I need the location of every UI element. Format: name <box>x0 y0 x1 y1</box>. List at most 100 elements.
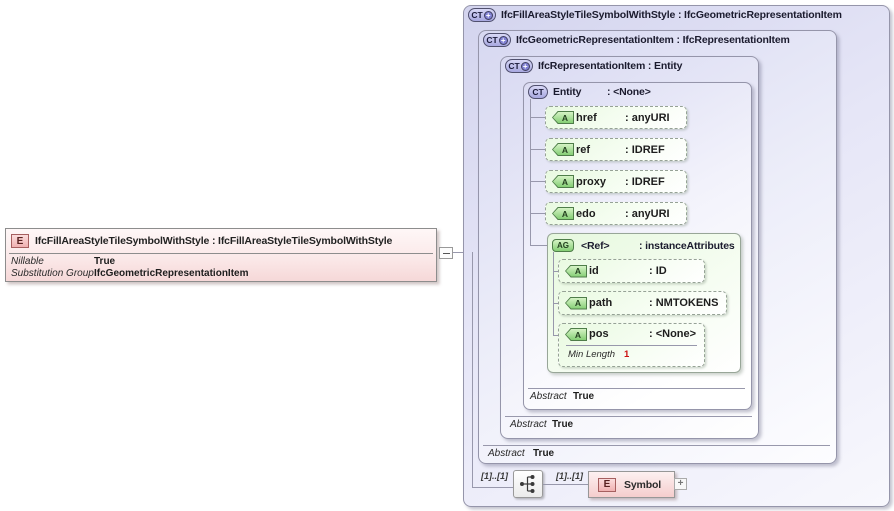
attribute-group-badge: AG <box>552 239 574 252</box>
tree-stub-line <box>530 213 545 214</box>
entity-abstract-footer: Abstract True <box>530 391 594 402</box>
footer-divider <box>483 445 830 446</box>
attribute-badge: A <box>552 175 574 188</box>
element-name: Symbol <box>624 478 662 491</box>
attribute-name: proxy <box>576 175 606 188</box>
footer-label: Abstract <box>530 391 567 402</box>
attribute-ref[interactable]: A ref : IDREF <box>545 138 687 161</box>
element-badge: E <box>11 234 29 248</box>
entity-type: : <None> <box>607 86 651 98</box>
tree-stub-line <box>530 117 545 118</box>
attribute-href[interactable]: A href : anyURI <box>545 106 687 129</box>
attribute-group-type: : instanceAttributes <box>639 239 735 252</box>
footer-value: True <box>533 448 555 459</box>
attribute-badge-label: A <box>561 176 569 187</box>
complex-type-badge: CT + <box>468 8 496 22</box>
expand-plus-button[interactable]: + <box>674 478 687 490</box>
attribute-badge-label: A <box>574 298 582 308</box>
footer-divider <box>528 388 745 389</box>
attribute-group-title: AG <Ref> : instanceAttributes <box>552 239 735 252</box>
type-box-level3-title: CT + IfcRepresentationItem : Entity <box>505 59 682 73</box>
element-Symbol[interactable]: E Symbol <box>588 471 675 498</box>
property-value: True <box>94 256 116 267</box>
tree-trunk-line <box>472 252 473 488</box>
attribute-group-name: <Ref> <box>581 239 610 252</box>
tree-stub-line <box>553 271 558 272</box>
connector-line <box>472 487 513 488</box>
type-box-level2-title: CT + IfcGeometricRepresentationItem : If… <box>483 33 790 47</box>
attribute-name: id <box>589 265 599 277</box>
complex-type-badge: CT + <box>483 33 511 47</box>
attribute-id[interactable]: A id : ID <box>558 259 705 283</box>
attribute-path[interactable]: A path : NMTOKENS <box>558 291 727 315</box>
expand-plus-icon[interactable]: + <box>483 10 493 20</box>
tree-trunk-line <box>553 252 554 335</box>
attribute-badge-label: A <box>574 266 582 276</box>
attribute-badge: A <box>565 264 587 278</box>
attribute-badge-label: A <box>574 329 582 340</box>
complex-type-badge: CT + <box>505 59 533 73</box>
footer-label: Abstract <box>488 448 525 459</box>
tree-stub-line <box>530 149 545 150</box>
type-title: IfcRepresentationItem : Entity <box>538 60 683 72</box>
attribute-name: edo <box>576 207 596 220</box>
attribute-name: ref <box>576 143 591 156</box>
cardinality-label: [1]..[1] <box>556 471 583 481</box>
property-value: IfcGeometricRepresentationItem <box>94 268 249 279</box>
property-label: Substitution Group <box>11 268 94 279</box>
attribute-name: path <box>589 297 613 309</box>
connector-line <box>452 252 472 253</box>
sequence-icon <box>520 475 535 493</box>
attribute-type: : IDREF <box>625 143 665 156</box>
attribute-edo[interactable]: A edo : anyURI <box>545 202 687 225</box>
cardinality-label: [1]..[1] <box>481 471 508 481</box>
attribute-type: : anyURI <box>625 207 670 220</box>
property-label: Nillable <box>11 256 44 267</box>
ct-badge-label: CT <box>486 35 498 45</box>
attribute-badge: A <box>552 207 574 220</box>
ct-badge-label: CT <box>508 61 520 71</box>
attribute-badge: A <box>565 296 587 310</box>
element-IfcFillAreaStyleTileSymbolWithStyle[interactable]: E IfcFillAreaStyleTileSymbolWithStyle : … <box>5 228 437 282</box>
level2-abstract-footer: Abstract True <box>488 448 554 459</box>
attribute-name: href <box>576 111 597 124</box>
attribute-type: : anyURI <box>625 111 670 124</box>
collapse-minus-button[interactable] <box>439 247 453 259</box>
connector-line <box>543 484 588 485</box>
footer-value: True <box>552 419 574 430</box>
title-divider <box>9 253 433 254</box>
constraint-divider <box>566 345 697 346</box>
property-row-substitution-group: Substitution Group IfcGeometricRepresent… <box>11 268 249 279</box>
level3-abstract-footer: Abstract True <box>510 419 573 430</box>
sequence-compositor[interactable] <box>513 470 543 498</box>
tree-stub-line <box>553 335 558 336</box>
type-title: IfcFillAreaStyleTileSymbolWithStyle : If… <box>501 9 842 21</box>
left-element-title-row: E IfcFillAreaStyleTileSymbolWithStyle : … <box>11 234 392 248</box>
entity-name: Entity <box>553 86 582 98</box>
element-badge: E <box>598 477 616 492</box>
element-title: IfcFillAreaStyleTileSymbolWithStyle : If… <box>35 235 393 247</box>
minus-icon <box>442 252 450 254</box>
attribute-type: : NMTOKENS <box>649 297 719 309</box>
attribute-badge: A <box>565 328 587 341</box>
footer-divider <box>505 416 752 417</box>
expand-plus-icon[interactable]: + <box>498 35 508 45</box>
tree-stub-line <box>553 303 558 304</box>
constraint-value: 1 <box>624 349 630 360</box>
ct-badge-label: CT <box>532 87 544 97</box>
entity-title: CT Entity : <None> <box>528 85 651 99</box>
type-title: IfcGeometricRepresentationItem : IfcRepr… <box>516 34 790 46</box>
footer-value: True <box>573 391 595 402</box>
tree-stub-line <box>530 245 547 246</box>
tree-stub-line <box>530 181 545 182</box>
type-box-level1-title: CT + IfcFillAreaStyleTileSymbolWithStyle… <box>468 8 842 22</box>
complex-type-badge: CT <box>528 85 548 99</box>
constraint-label: Min Length <box>568 349 616 360</box>
ct-badge-label: CT <box>471 10 483 20</box>
attribute-proxy[interactable]: A proxy : IDREF <box>545 170 687 193</box>
attribute-badge: A <box>552 111 574 124</box>
attribute-badge-label: A <box>561 112 569 123</box>
expand-plus-icon[interactable]: + <box>520 61 530 71</box>
property-row-nillable: Nillable True <box>11 256 115 267</box>
